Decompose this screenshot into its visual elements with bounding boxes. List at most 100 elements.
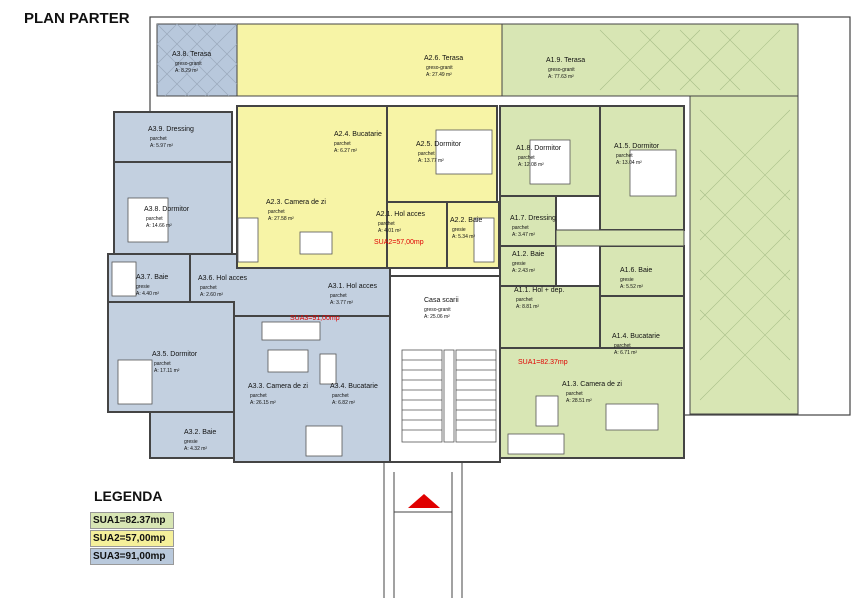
room-a38d-area: A: 14.66 m² [146, 223, 172, 229]
room-a22-name: A2.2. Baie [450, 217, 482, 224]
room-a38-name: A3.8. Terasa [172, 51, 211, 58]
room-a18-finish: parchet [518, 155, 535, 161]
room-a36-name: A3.6. Hol acces [198, 275, 248, 282]
room-a38d-name: A3.8. Dormitor [144, 206, 190, 213]
room-a26-name: A2.6. Terasa [424, 55, 463, 62]
apt1-dressing-zone [499, 195, 557, 247]
room-a25-finish: parchet [418, 151, 435, 157]
room-a39-area: A: 5.97 m² [150, 143, 173, 149]
room-a11-area: A: 8.81 m² [516, 304, 539, 310]
plan-title: PLAN PARTER [24, 10, 130, 27]
room-a32-area: A: 4.32 m² [184, 446, 207, 452]
room-a19-area: A: 77.63 m² [548, 74, 574, 80]
room-a23-name: A2.3. Camera de zi [266, 199, 326, 206]
room-a33-name: A3.3. Camera de zi [248, 383, 308, 390]
apt1-kitchen-zone [599, 295, 685, 349]
room-labels: A3.8. Terasa greso-granit A: 8.29 m² A2.… [136, 51, 660, 452]
room-a21-name: A2.1. Hol acces [376, 211, 426, 218]
room-a24-name: A2.4. Bucatarie [334, 131, 382, 138]
terrace-a19-side-zone [689, 95, 799, 415]
room-a25-name: A2.5. Dormitor [416, 141, 462, 148]
apt1-hall-zone [499, 285, 601, 349]
room-a17-area: A: 3.47 m² [512, 232, 535, 238]
room-a37-area: A: 4.40 m² [136, 291, 159, 297]
legend-item-sua2: SUA2=57,00mp [90, 530, 174, 547]
room-a31-finish: parchet [330, 293, 347, 299]
apt1-small-zone [555, 229, 685, 247]
room-a21-finish: parchet [378, 221, 395, 227]
room-a15-name: A1.5. Dormitor [614, 143, 660, 150]
room-a35-area: A: 17.11 m² [154, 368, 180, 374]
room-a34-name: A3.4. Bucatarie [330, 383, 378, 390]
room-a12-name: A1.2. Baie [512, 251, 544, 258]
room-a32-finish: gresie [184, 439, 198, 445]
room-a15-finish: parchet [616, 153, 633, 159]
room-a13-area: A: 28.51 m² [566, 398, 592, 404]
apt1-bath2-zone [599, 245, 685, 297]
room-a31-name: A3.1. Hol acces [328, 283, 378, 290]
room-a23-finish: parchet [268, 209, 285, 215]
room-a14-finish: parchet [614, 343, 631, 349]
room-a22-finish: gresie [452, 227, 466, 233]
room-a35-finish: parchet [154, 361, 171, 367]
room-a16-name: A1.6. Baie [620, 267, 652, 274]
room-a18-area: A: 12.08 m² [518, 162, 544, 168]
room-a14-area: A: 6.71 m² [614, 350, 637, 356]
sua2-label: SUA2=57,00mp [374, 239, 424, 246]
room-a17-name: A1.7. Dressing [510, 215, 556, 222]
legend-item-sua3: SUA3=91,00mp [90, 548, 174, 565]
terrace-a19-zone [501, 23, 799, 97]
room-a15-area: A: 13.04 m² [616, 160, 642, 166]
room-a11-name: A1.1. Hol + dep. [514, 287, 564, 294]
room-a37-finish: gresie [136, 284, 150, 290]
terrace-hatch [156, 23, 238, 97]
room-a26-area: A: 27.49 m² [426, 72, 452, 78]
terrace-a38-zone [156, 23, 238, 97]
room-a12-area: A: 2.43 m² [512, 268, 535, 274]
room-a12-finish: gresie [512, 261, 526, 267]
furniture [111, 129, 677, 457]
room-a32-name: A3.2. Baie [184, 429, 216, 436]
room-a17-finish: parchet [512, 225, 529, 231]
room-a31-area: A: 3.77 m² [330, 300, 353, 306]
room-a38d-finish: parchet [146, 216, 163, 222]
room-a38-finish: greso-granit [175, 61, 202, 67]
room-a18-name: A1.8. Dormitor [516, 145, 562, 152]
room-a39-finish: parchet [150, 136, 167, 142]
apt3-dressing-zone [113, 111, 233, 163]
room-a35-name: A3.5. Dormitor [152, 351, 198, 358]
room-a19-name: A1.9. Terasa [546, 57, 585, 64]
room-a37-name: A3.7. Baie [136, 274, 168, 281]
room-a24-area: A: 6.27 m² [334, 148, 357, 154]
room-a13-name: A1.3. Camera de zi [562, 381, 622, 388]
room-a24-finish: parchet [334, 141, 351, 147]
stairs [401, 349, 497, 443]
room-a16-finish: gresie [620, 277, 634, 283]
room-a25-area: A: 13.77 m² [418, 158, 444, 164]
room-a34-finish: parchet [332, 393, 349, 399]
room-cs-finish: greso-granit [424, 307, 451, 313]
sua3-label: SUA3=91,00mp [290, 315, 340, 322]
room-a14-name: A1.4. Bucatarie [612, 333, 660, 340]
room-a16-area: A: 5.52 m² [620, 284, 643, 290]
room-a21-area: A: 4.01 m² [378, 228, 401, 234]
room-cs-name: Casa scarii [424, 297, 459, 304]
room-a38-area: A: 8.29 m² [175, 68, 198, 74]
room-a13-finish: parchet [566, 391, 583, 397]
sua1-label: SUA1=82.37mp [518, 359, 568, 366]
apt2-living-zone [236, 105, 388, 269]
room-a26-finish: greso-granit [426, 65, 453, 71]
room-a19-finish: greso-granit [548, 67, 575, 73]
legend-title: LEGENDA [94, 488, 163, 504]
room-a36-finish: parchet [200, 285, 217, 291]
room-a11-finish: parchet [516, 297, 533, 303]
legend-item-sua1: SUA1=82.37mp [90, 512, 174, 529]
room-a34-area: A: 6.82 m² [332, 400, 355, 406]
terrace-green-hatch [599, 29, 791, 401]
room-a23-area: A: 27.58 m² [268, 216, 294, 222]
room-a36-area: A: 2.60 m² [200, 292, 223, 298]
room-a39-name: A3.9. Dressing [148, 126, 194, 133]
room-a33-finish: parchet [250, 393, 267, 399]
apt3-bath2-zone [149, 411, 235, 459]
